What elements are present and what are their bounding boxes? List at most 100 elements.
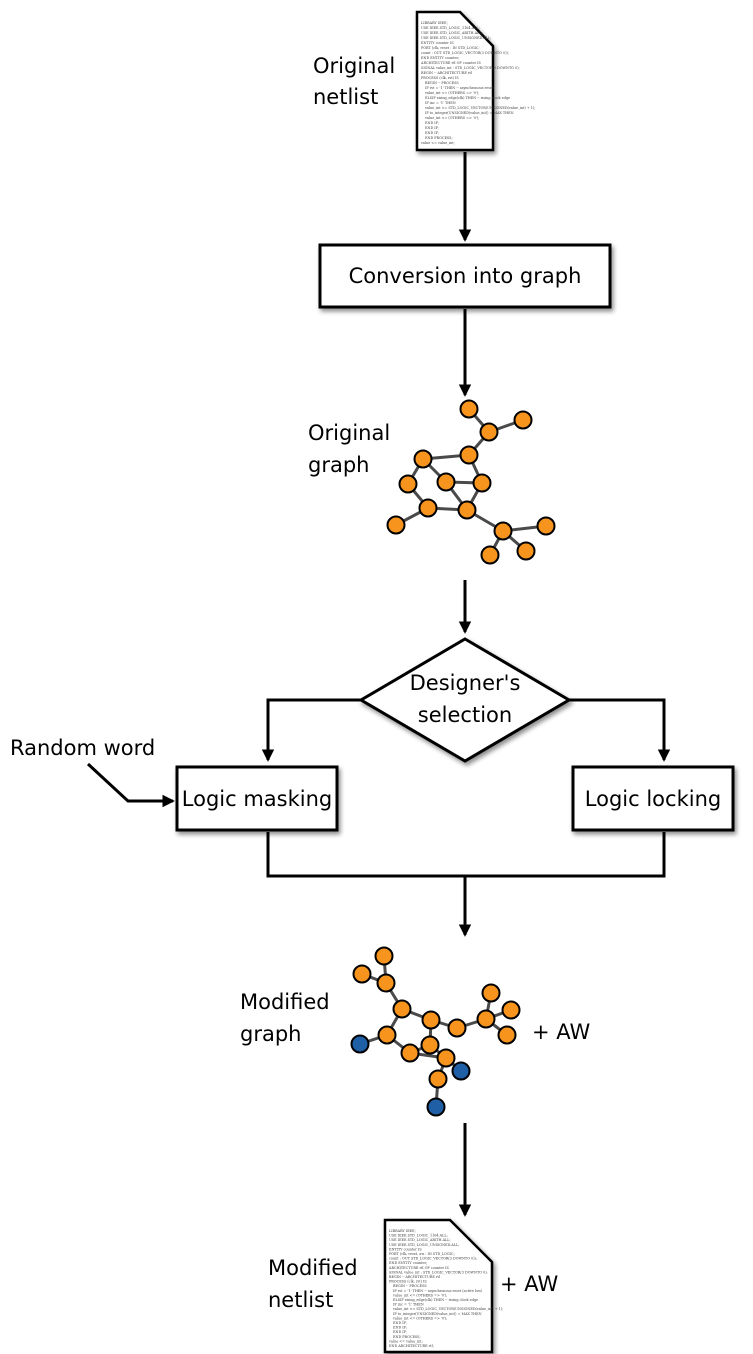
code-line: END IF; [425,121,439,125]
graph-node [459,399,479,419]
code-line: PROCESS (clk, rst) IS [389,1280,427,1284]
code-line: IF rst = '1' THEN -- asynchronous reset … [393,1289,483,1293]
code-line: ARCHITECTURE rtl OF counter IS [420,61,482,65]
selection-label-line2: selection [418,703,512,727]
code-line: END ARCHITECTURE rtl; [389,1344,434,1348]
graph-node [377,1025,397,1045]
code-line: IF inc = '1' THEN [425,101,456,105]
graph-node [376,973,396,993]
code-line: value_int <= (OTHERS => '0'); [424,91,479,95]
original-netlist-label-line2: netlist [313,85,378,109]
graph-node [392,999,412,1019]
code-line: USE IEEE.STD_LOGIC_UNSIGNED.ALL; [389,1243,459,1247]
merge-line [266,832,666,878]
code-line: BEGIN -- ARCHITECTURE rtl [421,71,472,75]
graph-node [480,545,500,565]
code-line: value_int <= (OTHERS => '0'); [392,1316,447,1320]
arrow-random-word-to-masking [86,762,175,808]
code-line: USE IEEE.STD_LOGIC_1164.ALL; [421,26,480,30]
graph-node [497,1025,517,1045]
code-line: SIGNAL value_int : STD_LOGIC_VECTOR(3 DO… [389,1270,488,1274]
graph-node [421,1010,441,1030]
graph-node [447,1018,467,1038]
graph-node [418,498,438,518]
code-line: ARCHITECTURE rtl OF counter IS [388,1266,450,1270]
code-line: IF to_integer(UNSIGNED(value_int)) = MAX… [425,111,514,115]
designers-selection-diamond: Designer's selection [358,637,572,763]
graph-node-added [426,1097,446,1117]
code-line: IF inc = '1' THEN [393,1303,424,1307]
graph-node [400,1043,420,1063]
code-line: END IF; [393,1326,407,1330]
code-line: USE IEEE.STD_LOGIC_UNSIGNED.ALL; [421,36,491,40]
logic-locking-box: Logic locking [571,765,735,832]
code-line: USE IEEE.STD_LOGIC_ARITH.ALL; [389,1238,451,1242]
graph-node-added [451,1061,471,1081]
code-line: count : OUT STD_LOGIC_VECTOR(3 DOWNTO 0)… [421,51,509,55]
code-line: END ENTITY counter; [389,1261,427,1265]
modified-netlist-aw-label: + AW [500,1272,558,1296]
original-netlist-label-line1: Original [313,54,395,78]
code-line: IF rst = '1' THEN -- asynchronous reset [425,86,494,90]
code-line: END PROCESS; [393,1335,421,1339]
graph-node-added [350,1034,370,1054]
code-line: SIGNAL value_int : STD_LOGIC_VECTOR(3 DO… [421,66,520,70]
modified-graph-aw-label: + AW [532,1020,590,1044]
graph-node [374,946,394,966]
code-line: value_int <= STD_LOGIC_VECTOR(UNSIGNED(v… [424,106,535,110]
random-word-label: Random word [10,736,155,760]
code-line: END PROCESS; [425,136,453,140]
original-graph [386,399,556,565]
code-line: LIBRARY IEEE; [389,1229,416,1233]
arrow-selection-to-locking [569,698,671,762]
original-graph-label-line1: Original [308,421,390,445]
code-line: IF to_integer(UNSIGNED(value_int)) = MAX… [393,1312,482,1316]
graph-node [457,500,477,520]
modified-netlist-label-line1: Modified [268,1256,358,1280]
graph-node [476,1009,496,1029]
modified-netlist-label-line2: netlist [268,1288,333,1312]
graph-node [481,983,501,1003]
code-line: ELSIF rising_edge(clk) THEN -- rising cl… [425,96,510,100]
graph-node [413,449,433,469]
code-line: BEGIN -- PROCESS [393,1284,427,1288]
original-graph-label-line2: graph [308,453,369,477]
graph-node [493,521,513,541]
original-netlist-document [415,10,495,152]
graph-node [428,1069,448,1089]
code-line: value_int <= (OTHERS => '0'); [424,116,479,120]
logic-masking-label: Logic masking [182,787,332,811]
code-line: USE IEEE.STD_LOGIC_1164.ALL; [389,1234,448,1238]
graph-node [472,473,492,493]
modified-graph [350,946,521,1117]
graph-node [386,515,406,535]
graph-node [479,422,499,442]
code-line: END IF; [425,126,439,130]
graph-node [501,1000,521,1020]
modified-netlist-code: LIBRARY IEEE;USE IEEE.STD_LOGIC_1164.ALL… [388,1229,503,1348]
code-line: ENTITY counter IS [389,1247,422,1251]
graph-node [516,541,536,561]
code-line: PORT (clk, reset, aw : IN STD_LOGIC; [389,1252,455,1256]
graph-node [536,516,556,536]
arrow-selection-to-masking [261,698,361,762]
graph-node [436,472,456,492]
selection-label-line1: Designer's [410,671,521,695]
code-line: count : OUT STD_LOGIC_VECTOR(3 DOWNTO 0)… [389,1257,477,1261]
code-line: LIBRARY IEEE; [421,21,448,25]
code-line: PROCESS (clk, rst) IS [421,76,459,80]
graph-node [398,474,418,494]
modified-graph-label-line2: graph [240,1022,301,1046]
code-line: value_int <= STD_LOGIC_VECTOR(UNSIGNED(v… [392,1307,503,1311]
modified-graph-label-line1: Modified [240,990,330,1014]
code-line: value <= value_int; [388,1339,423,1343]
graph-node [420,1035,440,1055]
graph-node [436,1048,456,1068]
code-line: BEGIN -- PROCESS [425,81,459,85]
code-line: END IF; [425,131,439,135]
conversion-label: Conversion into graph [349,264,582,288]
code-line: USE IEEE.STD_LOGIC_ARITH.ALL; [421,31,483,35]
logic-masking-box: Logic masking [175,765,339,832]
original-netlist-code: LIBRARY IEEE;USE IEEE.STD_LOGIC_1164.ALL… [420,21,535,145]
